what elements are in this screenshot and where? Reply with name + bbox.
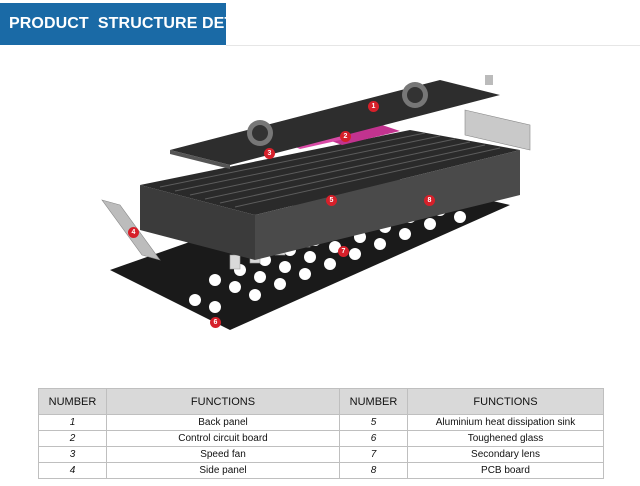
header-number-b: NUMBER [339, 388, 408, 415]
header-functions-a: FUNCTIONS [106, 388, 340, 415]
heat-sink [140, 130, 520, 260]
row-number: 2 [38, 430, 107, 447]
callout-8: 8 [424, 195, 435, 206]
row-function: Secondary lens [407, 446, 604, 463]
table-header-row: NUMBER FUNCTIONS NUMBER FUNCTIONS [38, 388, 604, 415]
banner-divider [226, 45, 640, 46]
section-banner: PRODUCT STRUCTURE DETAIL [0, 3, 259, 45]
banner-title: PRODUCT STRUCTURE DETAIL [9, 15, 260, 32]
header-number-a: NUMBER [38, 388, 107, 415]
callout-5: 5 [326, 195, 337, 206]
row-number: 6 [339, 430, 408, 447]
callout-3: 3 [264, 148, 275, 159]
row-function: Back panel [106, 414, 340, 431]
row-number: 8 [339, 462, 408, 479]
table-row: 2 Control circuit board 6 Toughened glas… [38, 430, 604, 447]
exploded-product-illustration [101, 75, 531, 330]
table-row: 3 Speed fan 7 Secondary lens [38, 446, 604, 463]
row-number: 7 [339, 446, 408, 463]
structure-table: NUMBER FUNCTIONS NUMBER FUNCTIONS 1 Back… [38, 388, 604, 479]
callout-4: 4 [128, 227, 139, 238]
callout-2: 2 [340, 131, 351, 142]
row-function: Aluminium heat dissipation sink [407, 414, 604, 431]
row-number: 4 [38, 462, 107, 479]
row-number: 3 [38, 446, 107, 463]
row-function: Side panel [106, 462, 340, 479]
callout-6: 6 [210, 317, 221, 328]
row-function: Control circuit board [106, 430, 340, 447]
row-function: Toughened glass [407, 430, 604, 447]
table-row: 1 Back panel 5 Aluminium heat dissipatio… [38, 414, 604, 431]
row-function: PCB board [407, 462, 604, 479]
row-number: 1 [38, 414, 107, 431]
callout-7: 7 [338, 246, 349, 257]
row-number: 5 [339, 414, 408, 431]
row-function: Speed fan [106, 446, 340, 463]
table-row: 4 Side panel 8 PCB board [38, 462, 604, 479]
back-panel [170, 80, 500, 169]
header-functions-b: FUNCTIONS [407, 388, 604, 415]
callout-1: 1 [368, 101, 379, 112]
